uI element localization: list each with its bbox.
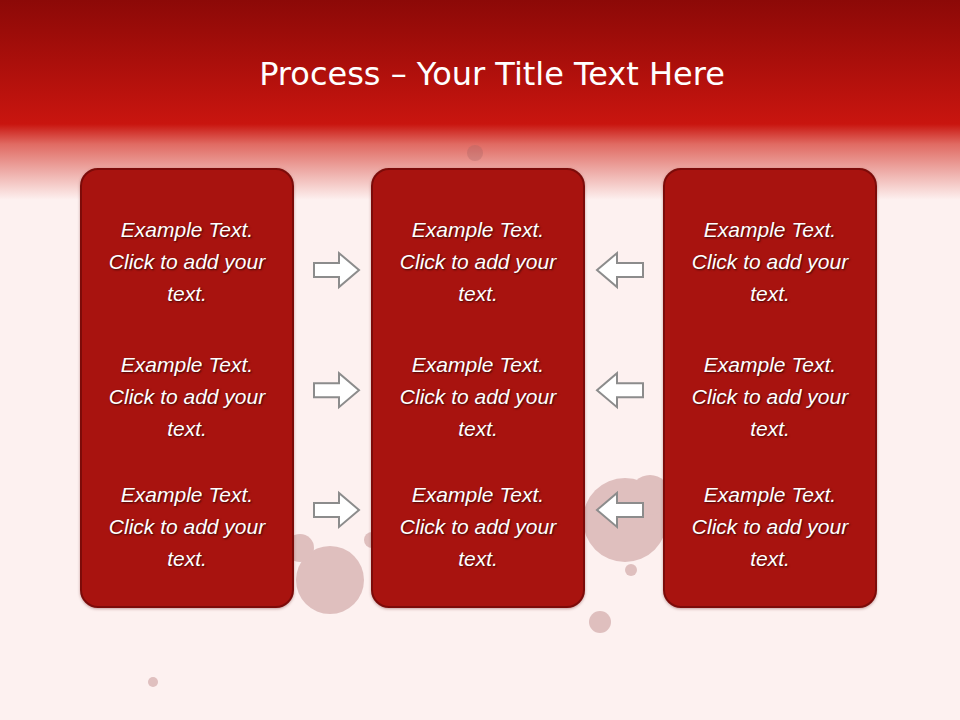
step-text: Example Text. Click to add your text.: [107, 349, 267, 445]
slide-title: Process – Your Title Text Here: [0, 52, 960, 96]
step-text: Example Text. Click to add your text.: [690, 349, 850, 445]
block-arrow: [597, 493, 643, 527]
step-text: Example Text. Click to add your text.: [690, 479, 850, 575]
step-text: Example Text. Click to add your text.: [107, 479, 267, 575]
process-column: Example Text. Click to add your text. Exa…: [663, 168, 877, 608]
block-arrow: [314, 373, 359, 407]
step-text: Example Text. Click to add your text.: [690, 214, 850, 310]
step-text: Example Text. Click to add your text.: [398, 349, 558, 445]
block-arrow: [314, 253, 359, 287]
block-arrow: [597, 253, 643, 287]
step-text: Example Text. Click to add your text.: [398, 214, 558, 310]
step-text: Example Text. Click to add your text.: [398, 479, 558, 575]
process-column: Example Text. Click to add your text. Exa…: [80, 168, 294, 608]
step-text: Example Text. Click to add your text.: [107, 214, 267, 310]
block-arrow: [597, 373, 643, 407]
process-column: Example Text. Click to add your text. Exa…: [371, 168, 585, 608]
block-arrow: [314, 493, 359, 527]
